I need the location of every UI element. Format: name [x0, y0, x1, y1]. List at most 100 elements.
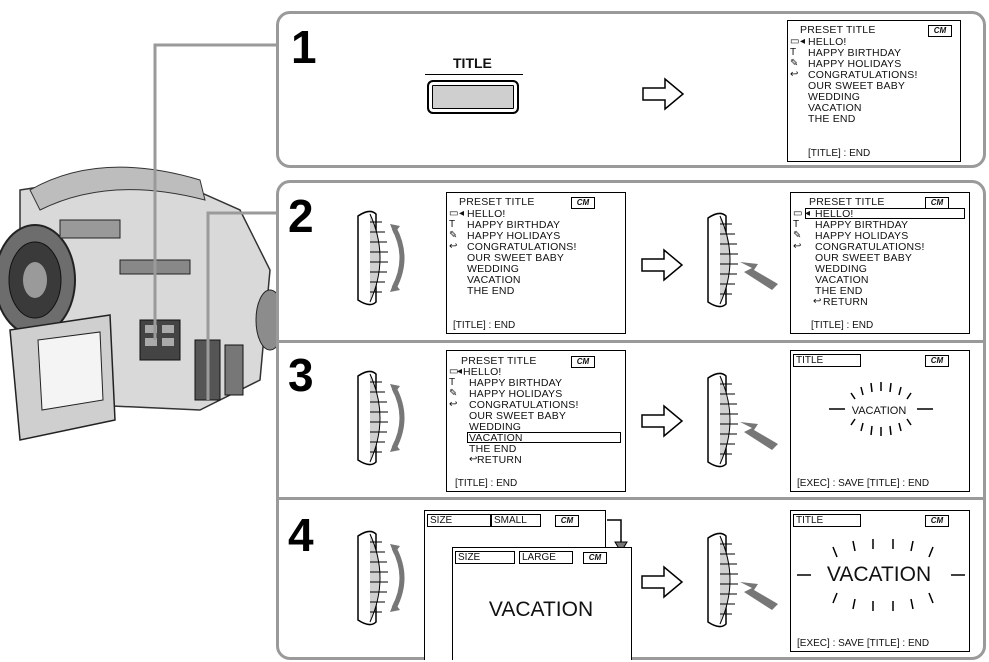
cassette-icon: CM: [571, 197, 595, 209]
blink-rays: [829, 382, 933, 436]
menu-folder-icon: ▭: [449, 208, 459, 219]
triangle-left-icon: ◂: [459, 208, 465, 219]
triangle-left-icon: ◂: [805, 208, 811, 219]
cassette-icon: CM: [555, 515, 579, 527]
menu-item: HAPPY HOLIDAYS: [467, 230, 561, 242]
menu-t-icon: T: [793, 219, 800, 230]
jog-dial-turn-icon[interactable]: [350, 208, 412, 308]
menu-item: HAPPY HOLIDAYS: [815, 230, 909, 242]
menu-item: WEDDING: [808, 91, 861, 103]
menu-header: PRESET TITLE: [800, 24, 876, 36]
menu-item: HELLO!: [815, 208, 854, 220]
blink-rays: [797, 539, 965, 611]
menu-return: RETURN: [477, 454, 522, 466]
menu-item: HAPPY HOLIDAYS: [469, 388, 563, 400]
menu-pen-icon: ✎: [449, 230, 458, 241]
title-footer: [EXEC] : SAVE [TITLE] : END: [797, 638, 930, 649]
menu-item: OUR SWEET BABY: [469, 410, 567, 422]
menu-item: VACATION: [815, 274, 869, 286]
selected-highlight: [805, 208, 965, 219]
size-label: SIZE: [427, 514, 491, 527]
menu-item: HELLO!: [463, 366, 502, 378]
menu-header: PRESET TITLE: [461, 355, 537, 367]
menu-item: HELLO!: [467, 208, 506, 220]
preset-title-screen: PRESET TITLE CM ▭ ◂ HELLO! T HAPPY BIRTH…: [787, 20, 961, 162]
return-arrow-icon: ↩: [449, 241, 458, 252]
jog-dial-press-icon[interactable]: [700, 370, 780, 470]
menu-t-icon: T: [449, 219, 456, 230]
divider: [279, 497, 983, 500]
menu-item: HAPPY HOLIDAYS: [808, 58, 902, 70]
title-label: TITLE: [793, 514, 861, 527]
return-arrow-icon: ↩: [449, 399, 458, 410]
hollow-arrow-right-icon: [640, 404, 684, 438]
menu-folder-icon: ▭: [790, 36, 800, 47]
menu-footer: [TITLE] : END: [808, 148, 871, 159]
menu-item: OUR SWEET BABY: [815, 252, 913, 264]
menu-item: WEDDING: [815, 263, 868, 275]
menu-item: OUR SWEET BABY: [467, 252, 565, 264]
menu-folder-icon: ▭: [793, 208, 803, 219]
menu-header: PRESET TITLE: [809, 196, 885, 208]
cassette-icon: CM: [925, 355, 949, 367]
menu-item: HAPPY BIRTHDAY: [469, 377, 563, 389]
menu-item: CONGRATULATIONS!: [469, 399, 579, 411]
menu-footer: [TITLE] : END: [455, 478, 518, 489]
jog-dial-turn-icon[interactable]: [350, 368, 412, 468]
menu-item: THE END: [469, 443, 517, 455]
preset-title-screen: PRESET TITLE CM ▭ ◂ HELLO! T HAPPY BIRTH…: [446, 350, 626, 492]
menu-footer: [TITLE] : END: [811, 320, 874, 331]
title-preview-screen: TITLE CM VACATION [EXEC] : SAVE [TITLE] …: [790, 510, 970, 652]
jog-dial-turn-icon[interactable]: [350, 528, 412, 628]
jog-dial-press-icon[interactable]: [700, 210, 780, 310]
menu-item: OUR SWEET BABY: [808, 80, 906, 92]
cassette-icon: CM: [928, 25, 952, 37]
step-number: 3: [288, 349, 314, 401]
step-number: 2: [288, 190, 314, 242]
step-number: 1: [291, 21, 317, 73]
title-button-label: TITLE: [453, 55, 492, 71]
menu-t-icon: T: [790, 47, 797, 58]
title-footer: [EXEC] : SAVE [TITLE] : END: [797, 478, 930, 489]
menu-item: VACATION: [808, 102, 862, 114]
return-arrow-icon: ↩: [469, 454, 478, 465]
menu-item: HAPPY BIRTHDAY: [467, 219, 561, 231]
menu-pen-icon: ✎: [793, 230, 802, 241]
preset-title-screen: PRESET TITLE CM ▭ ◂ HELLO! T HAPPY BIRTH…: [446, 192, 626, 334]
step-number: 4: [288, 509, 314, 561]
return-arrow-icon: ↩: [813, 296, 822, 307]
menu-folder-icon: ▭: [449, 366, 459, 377]
title-preview-screen: TITLE CM VACATION [EXEC] : SAVE [TITLE] …: [790, 350, 970, 492]
triangle-left-icon: ◂: [800, 36, 806, 47]
title-button-rule: [425, 74, 523, 75]
size-value-small: SMALL: [491, 514, 541, 527]
size-large-screen: SIZE LARGE CM VACATION: [452, 547, 632, 660]
menu-item: CONGRATULATIONS!: [808, 69, 918, 81]
title-button[interactable]: [427, 80, 519, 114]
triangle-left-icon: ◂: [457, 366, 463, 377]
divider: [279, 340, 983, 343]
cassette-icon: CM: [571, 356, 595, 368]
jog-dial-press-icon[interactable]: [700, 530, 780, 630]
menu-item: CONGRATULATIONS!: [467, 241, 577, 253]
menu-item: VACATION: [469, 432, 523, 444]
preset-title-screen: PRESET TITLE CM ▭ ◂ HELLO! T HAPPY BIRTH…: [790, 192, 970, 334]
menu-item: WEDDING: [467, 263, 520, 275]
menu-item: THE END: [467, 285, 515, 297]
menu-item: VACATION: [467, 274, 521, 286]
cassette-icon: CM: [583, 552, 607, 564]
menu-footer: [TITLE] : END: [453, 320, 516, 331]
menu-return: RETURN: [823, 296, 868, 308]
menu-item: CONGRATULATIONS!: [815, 241, 925, 253]
menu-item: HELLO!: [808, 36, 847, 48]
return-arrow-icon: ↩: [790, 69, 799, 80]
menu-t-icon: T: [449, 377, 456, 388]
title-label: TITLE: [793, 354, 861, 367]
title-text: VACATION: [851, 405, 907, 417]
menu-item: THE END: [815, 285, 863, 297]
menu-pen-icon: ✎: [449, 388, 458, 399]
hollow-arrow-right-icon: [640, 248, 684, 282]
hollow-arrow-right-icon: [640, 565, 684, 599]
size-label: SIZE: [455, 551, 515, 564]
menu-pen-icon: ✎: [790, 58, 799, 69]
